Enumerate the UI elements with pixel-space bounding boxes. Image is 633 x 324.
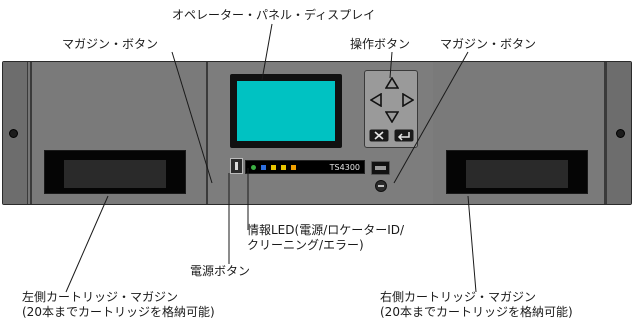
operation-keypad: [364, 70, 418, 148]
right-magazine-handle[interactable]: [446, 150, 588, 194]
power-led: [251, 165, 256, 170]
magazine-button-right-label: マガジン・ボタン: [440, 37, 537, 51]
usb-port-icon[interactable]: [371, 161, 390, 175]
rack-ear-right: [606, 62, 631, 204]
enter-icon[interactable]: [394, 129, 414, 142]
power-button[interactable]: [230, 158, 243, 174]
info-led-label: 情報LED(電源/ロケーターID/ クリーニング/エラー): [247, 223, 405, 252]
left-cartridge-magazine-label: 左側カートリッジ・マガジン (20本までカートリッジを格納可能): [22, 290, 215, 319]
rack-screw-right: [616, 129, 625, 138]
cancel-icon[interactable]: [369, 129, 389, 142]
right-cartridge-magazine[interactable]: [433, 62, 604, 204]
locator-led: [261, 165, 266, 170]
operator-panel-label: オペレーター・パネル・ディスプレイ: [172, 8, 376, 22]
power-button-label: 電源ボタン: [190, 264, 251, 278]
right-arrow-icon[interactable]: [402, 93, 414, 107]
up-arrow-icon[interactable]: [385, 77, 399, 89]
model-label: TS4300: [329, 163, 360, 172]
operator-panel-display[interactable]: [237, 81, 335, 141]
cleaning-led: [271, 165, 276, 170]
rack-ear-left: [3, 62, 28, 204]
operation-buttons-label: 操作ボタン: [350, 37, 411, 51]
left-arrow-icon[interactable]: [370, 93, 382, 107]
right-magazine-button[interactable]: [375, 180, 387, 192]
down-arrow-icon[interactable]: [385, 111, 399, 123]
operator-panel-bezel: [230, 74, 342, 148]
cleaning-led-2: [281, 165, 286, 170]
center-control-module: TS4300: [208, 62, 433, 204]
error-led: [291, 165, 296, 170]
left-magazine-handle[interactable]: [44, 150, 186, 194]
library-chassis: TS4300: [2, 61, 632, 205]
magazine-button-left-label: マガジン・ボタン: [62, 37, 159, 51]
right-cartridge-magazine-label: 右側カートリッジ・マガジン (20本までカートリッジを格納可能): [380, 290, 573, 319]
status-led-strip: TS4300: [245, 160, 365, 174]
rack-screw-left: [9, 129, 18, 138]
divider-line: [604, 62, 606, 204]
divider-line: [30, 62, 32, 204]
left-cartridge-magazine[interactable]: [30, 62, 219, 204]
